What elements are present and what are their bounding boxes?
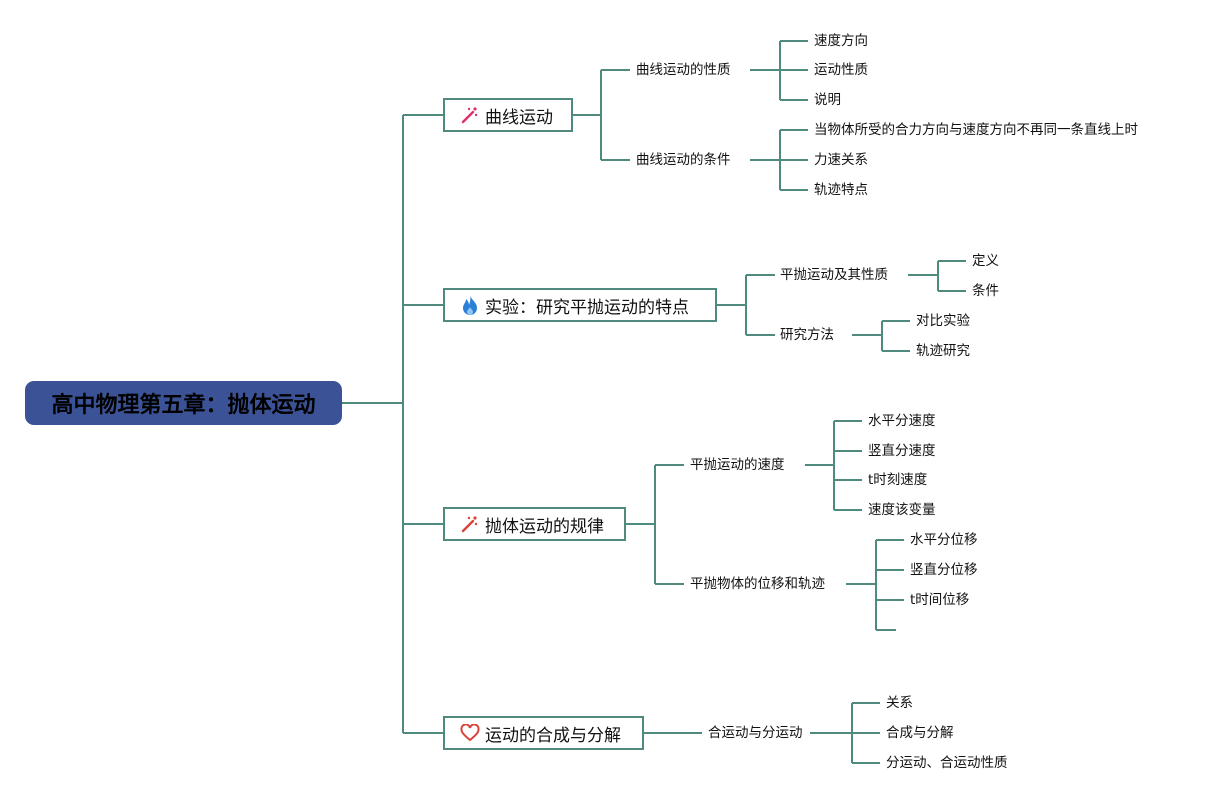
topic-composition[interactable]: 运动的合成与分解 (443, 716, 644, 750)
leaf-item[interactable]: 分运动、合运动性质 (886, 755, 1008, 771)
subtopic-method[interactable]: 研究方法 (778, 326, 836, 344)
root-topic[interactable]: 高中物理第五章：抛体运动 (25, 381, 342, 425)
leaf-item[interactable]: 水平分位移 (910, 532, 978, 548)
topic-projectile-laws[interactable]: 抛体运动的规律 (443, 507, 626, 541)
leaf-item[interactable]: 力速关系 (814, 152, 868, 168)
leaf-item[interactable]: t时刻速度 (868, 472, 928, 488)
subtopic-condition[interactable]: 曲线运动的条件 (634, 151, 733, 169)
leaf-item[interactable]: 定义 (972, 253, 999, 269)
leaf-item[interactable]: 运动性质 (814, 62, 868, 78)
leaf-item[interactable]: t时间位移 (910, 592, 970, 608)
topic-curvilinear-motion[interactable]: 曲线运动 (443, 98, 573, 132)
leaf-item[interactable]: 轨迹特点 (814, 182, 868, 198)
leaf-item[interactable]: 合成与分解 (886, 725, 954, 741)
topic-label: 曲线运动 (485, 107, 553, 128)
leaf-item[interactable]: 条件 (972, 283, 999, 299)
topic-label: 运动的合成与分解 (485, 725, 621, 746)
flame-icon (459, 294, 481, 316)
leaf-item[interactable]: 关系 (886, 695, 913, 711)
subtopic-composite-motion[interactable]: 合运动与分运动 (706, 724, 805, 742)
subtopic-nature[interactable]: 曲线运动的性质 (634, 61, 733, 79)
topic-label: 实验：研究平抛运动的特点 (485, 297, 689, 318)
leaf-item[interactable]: 竖直分速度 (868, 443, 936, 459)
leaf-item[interactable]: 当物体所受的合力方向与速度方向不再同一条直线上时 (814, 122, 1138, 138)
leaf-item[interactable]: 速度该变量 (868, 502, 936, 518)
leaf-item[interactable]: 轨迹研究 (916, 343, 970, 359)
subtopic-velocity[interactable]: 平抛运动的速度 (688, 456, 787, 474)
magic-wand-icon (459, 104, 481, 126)
leaf-item[interactable]: 对比实验 (916, 313, 970, 329)
topic-experiment[interactable]: 实验：研究平抛运动的特点 (443, 288, 717, 322)
topic-label: 抛体运动的规律 (485, 516, 604, 537)
leaf-item[interactable]: 速度方向 (814, 33, 868, 49)
heart-icon (459, 722, 481, 744)
leaf-item[interactable]: 竖直分位移 (910, 562, 978, 578)
leaf-item[interactable]: 水平分速度 (868, 413, 936, 429)
magic-wand-icon (459, 513, 481, 535)
root-title: 高中物理第五章：抛体运动 (51, 393, 316, 418)
leaf-item[interactable]: 说明 (814, 92, 841, 108)
subtopic-displacement[interactable]: 平抛物体的位移和轨迹 (688, 575, 827, 593)
subtopic-horizontal-projectile[interactable]: 平抛运动及其性质 (778, 266, 890, 284)
